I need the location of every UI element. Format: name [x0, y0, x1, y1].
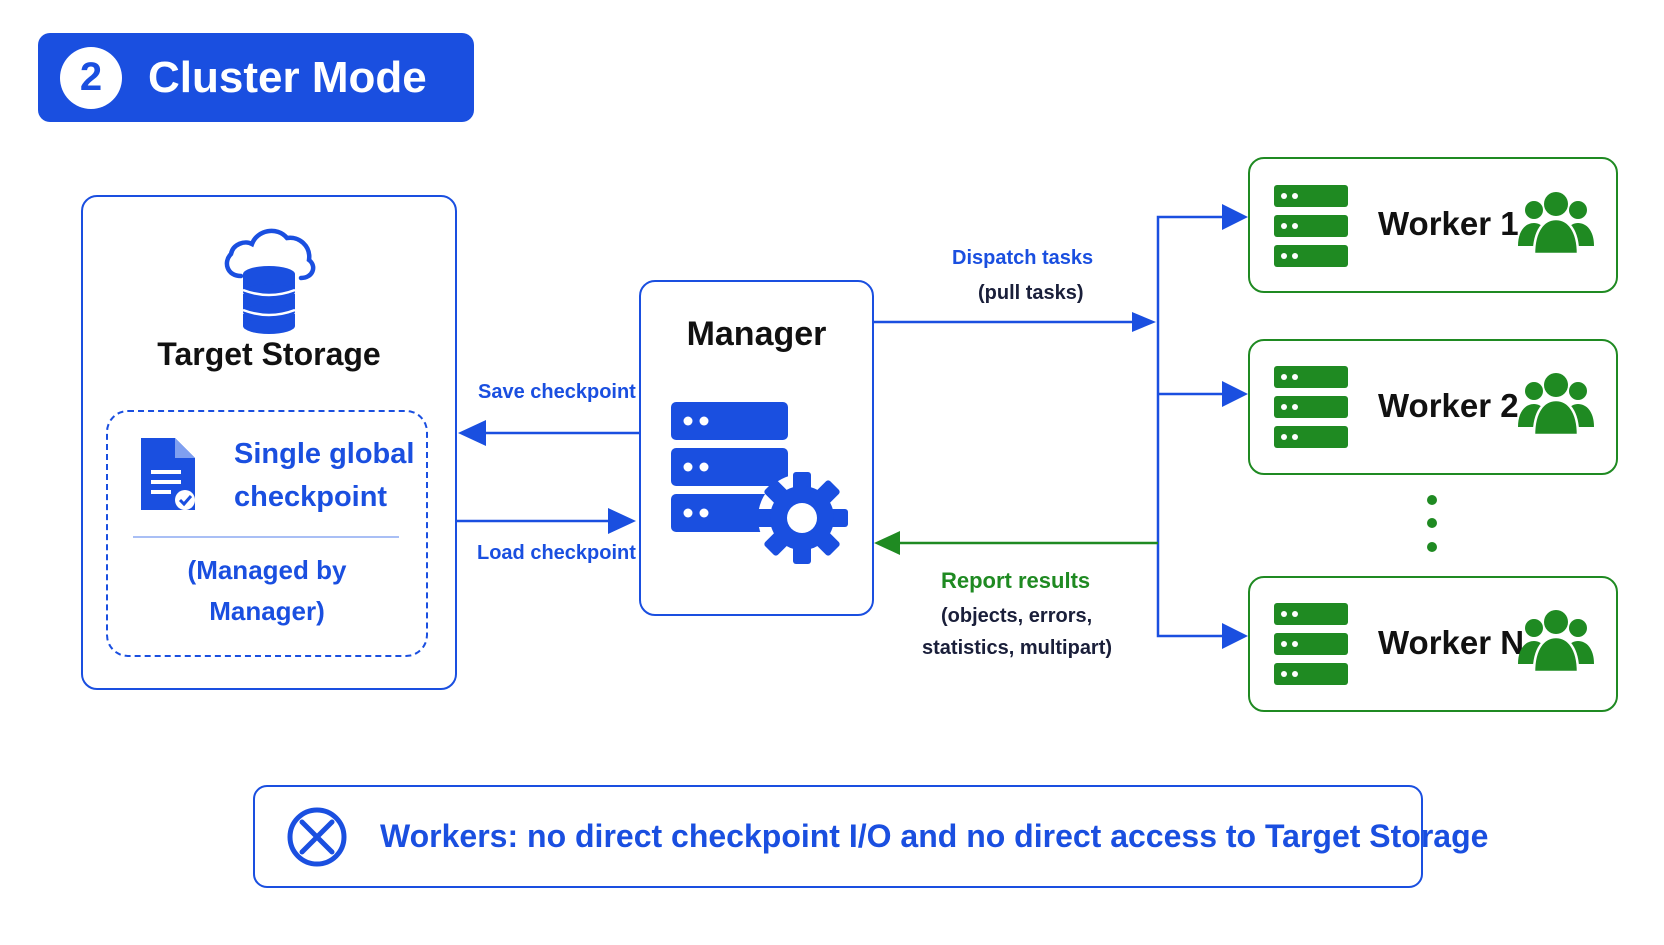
server-rack-icon [1274, 185, 1348, 267]
load-checkpoint-label: Load checkpoint [477, 542, 636, 564]
manager-panel [639, 280, 874, 616]
target-storage-panel [81, 195, 457, 690]
manager-title: Manager [686, 315, 827, 353]
page-title: Cluster Mode [148, 52, 427, 102]
checkpoint-container [106, 410, 428, 657]
worker-1-panel [1248, 157, 1618, 293]
worker-n-label: Worker N [1378, 624, 1525, 661]
server-rack-icon [1274, 603, 1348, 685]
checkpoint-divider [133, 536, 399, 538]
managed-by-line2: Manager) [209, 596, 325, 626]
save-checkpoint-label: Save checkpoint [478, 381, 636, 403]
document-check-icon [141, 438, 195, 510]
server-gear-icon [671, 402, 848, 564]
report-results-sublabel-2: statistics, multipart) [922, 637, 1113, 659]
user-group-icon [1518, 192, 1594, 256]
report-results-label: Report results [941, 568, 1091, 593]
checkpoint-label-line1: Single global [234, 438, 415, 470]
dispatch-arrow [874, 312, 1156, 332]
checkpoint-label-line2: checkpoint [234, 481, 388, 513]
server-rack-icon [1274, 366, 1348, 448]
note-panel [253, 785, 1423, 888]
user-group-icon [1518, 373, 1594, 437]
target-storage-title: Target Storage [157, 336, 381, 372]
save-checkpoint-arrow [458, 420, 639, 446]
prohibited-icon [287, 807, 347, 867]
managed-by-line1: (Managed by [187, 555, 347, 585]
step-number: 2 [60, 46, 122, 109]
more-workers-ellipsis [1427, 495, 1437, 552]
worker-2-label: Worker 2 [1378, 387, 1519, 424]
load-checkpoint-arrow [457, 508, 636, 534]
report-results-arrow [874, 531, 1158, 555]
worker-2-panel [1248, 339, 1618, 475]
title-badge: 2 Cluster Mode [38, 33, 474, 122]
dispatch-tasks-label: Dispatch tasks [952, 247, 1094, 269]
worker-1-label: Worker 1 [1378, 205, 1519, 242]
note-text: Workers: no direct checkpoint I/O and no… [380, 818, 1489, 854]
report-results-sublabel-1: (objects, errors, [941, 605, 1093, 627]
worker-n-panel [1248, 576, 1618, 712]
worker-bus [1156, 204, 1248, 649]
user-group-icon [1518, 610, 1594, 674]
cloud-database-icon [224, 228, 316, 334]
dispatch-tasks-sublabel: (pull tasks) [978, 282, 1084, 304]
